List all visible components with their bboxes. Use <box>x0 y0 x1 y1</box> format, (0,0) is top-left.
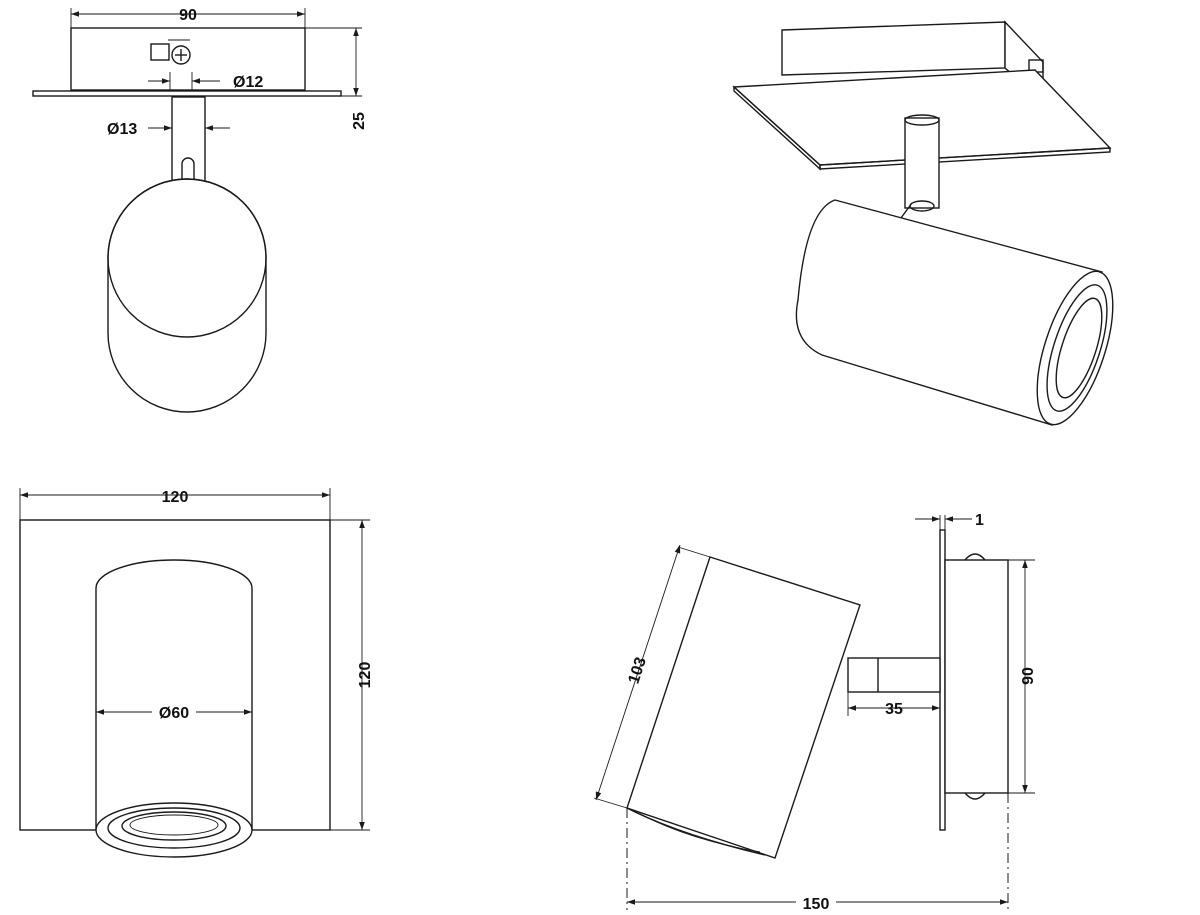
stem <box>171 96 206 188</box>
dim-screw-dia: Ø12 <box>233 74 263 91</box>
mounting-box <box>70 27 306 91</box>
bottom-spot-rim <box>95 802 253 858</box>
dim-head-length: 103 <box>626 655 650 686</box>
dim-top-height: 25 <box>351 112 368 130</box>
side-spot-head <box>626 556 861 859</box>
spot-head-end <box>107 178 267 338</box>
dim-stem-dia: Ø13 <box>107 121 137 138</box>
side-arm <box>847 657 941 693</box>
dim-spot-dia: Ø60 <box>159 705 189 722</box>
iso-spot-body <box>795 199 1103 426</box>
iso-stem <box>904 117 940 209</box>
dim-arm-length: 35 <box>885 701 903 718</box>
dim-plate-width: 120 <box>162 489 189 506</box>
screw-icon <box>150 39 191 65</box>
spot-head <box>107 178 267 413</box>
dim-side-height: 90 <box>1020 667 1037 685</box>
bottom-spot-body <box>95 559 253 830</box>
bottom-view: 120 120 Ø60 <box>19 488 374 858</box>
dim-plate-height: 120 <box>357 662 374 689</box>
dim-plate-thickness: 1 <box>975 512 984 529</box>
isometric-view <box>732 20 1114 426</box>
dim-total-depth: 150 <box>803 896 830 913</box>
ceiling-plate <box>32 90 342 97</box>
side-box <box>944 559 1009 794</box>
iso-box-front <box>781 21 1006 76</box>
side-view: 1 90 35 103 150 <box>593 512 1037 913</box>
dim-top-width: 90 <box>179 7 197 24</box>
side-plate <box>939 529 946 831</box>
front-view: 90 25 Ø12 Ø13 <box>32 7 368 413</box>
